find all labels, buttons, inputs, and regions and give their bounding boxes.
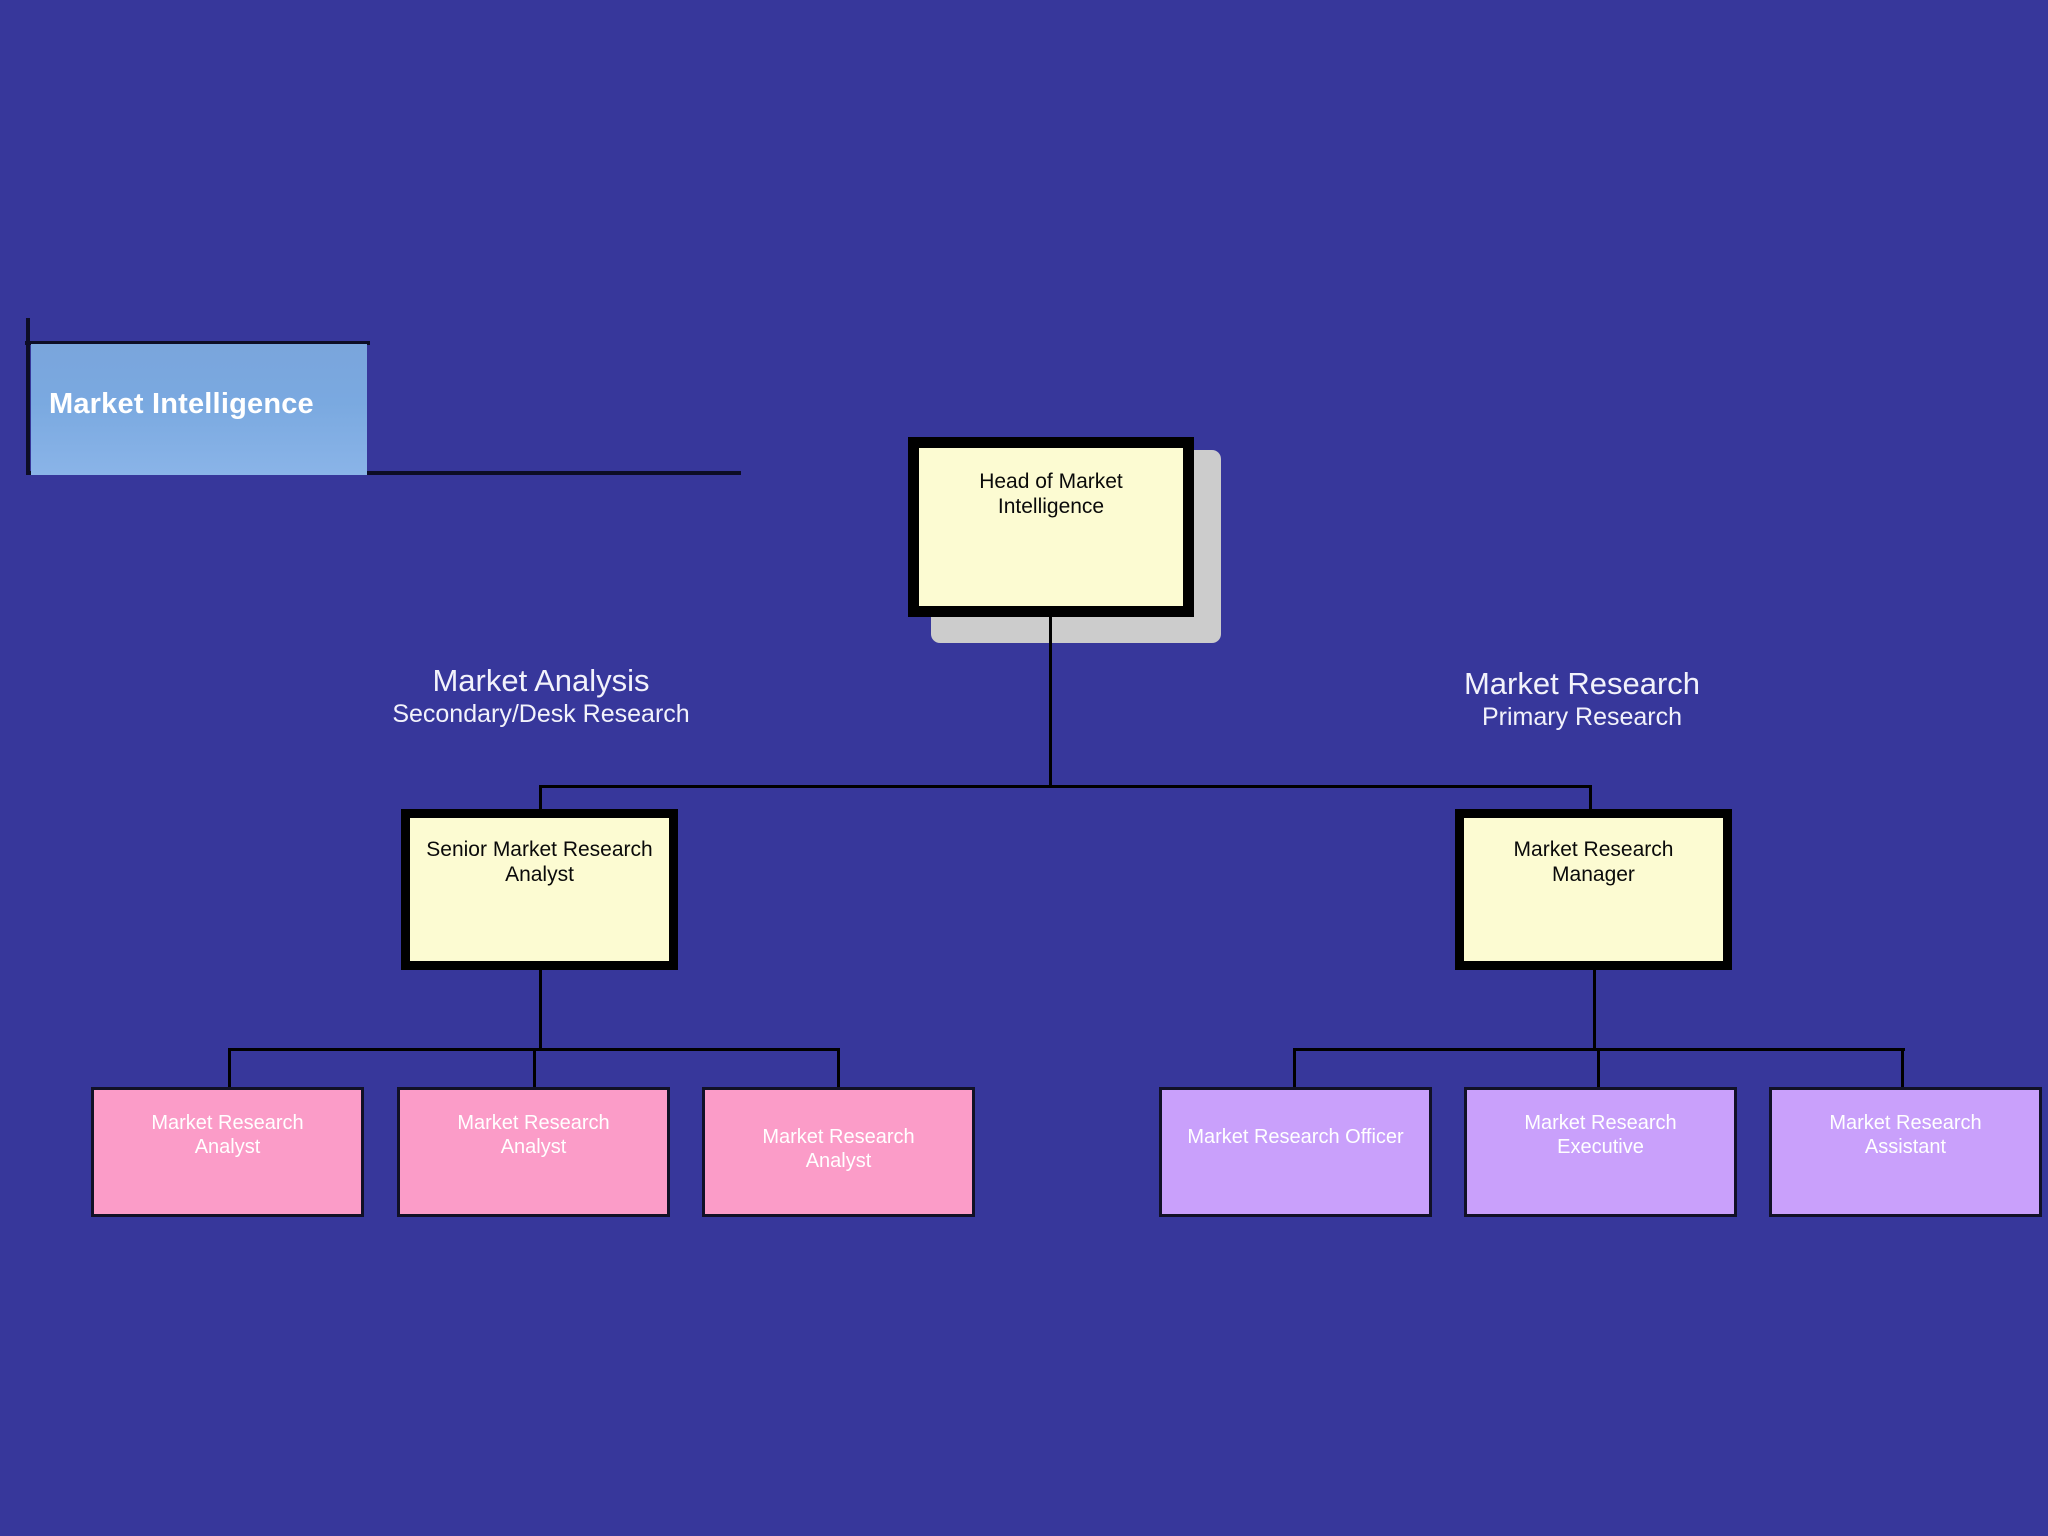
branch-heading-title: Market Research xyxy=(1463,666,1701,701)
node-label: Market Research Assistant xyxy=(1829,1112,1982,1158)
title-frame-top-stroke xyxy=(25,341,370,345)
branch-heading-title: Market Analysis xyxy=(432,663,650,698)
connector-root-down xyxy=(1049,617,1052,787)
node-market-research-analyst-2[interactable]: Market Research Analyst xyxy=(397,1087,670,1217)
connector-level1-bus xyxy=(539,785,1592,788)
connector-to-manager-left xyxy=(539,785,542,810)
node-label: Market Research Executive xyxy=(1524,1112,1677,1158)
node-market-research-assistant[interactable]: Market Research Assistant xyxy=(1769,1087,2042,1217)
node-label: Market Research Manager xyxy=(1513,838,1674,886)
title-frame-bottom-stroke xyxy=(28,471,741,475)
node-market-research-manager[interactable]: Market Research Manager xyxy=(1455,809,1732,970)
node-market-research-executive[interactable]: Market Research Executive xyxy=(1464,1087,1737,1217)
node-label: Head of Market Intelligence xyxy=(979,470,1123,518)
connector-left-leaf-3 xyxy=(837,1048,840,1088)
connector-right-manager-down xyxy=(1593,970,1596,1050)
connector-right-leaf-3 xyxy=(1901,1048,1904,1088)
connector-right-leaf-1 xyxy=(1293,1048,1296,1088)
connector-right-leaf-2 xyxy=(1597,1048,1600,1088)
connector-left-manager-down xyxy=(539,970,542,1050)
node-label: Senior Market Research Analyst xyxy=(426,838,653,886)
branch-heading-market-analysis: Market Analysis Secondary/Desk Research xyxy=(366,663,716,729)
title-frame-left-stroke xyxy=(26,318,30,475)
chart-title: Market Intelligence xyxy=(49,388,314,420)
branch-heading-subtitle: Secondary/Desk Research xyxy=(392,699,690,728)
node-label: Market Research Analyst xyxy=(151,1112,304,1158)
branch-heading-subtitle: Primary Research xyxy=(1481,702,1683,731)
node-label: Market Research Analyst xyxy=(457,1112,610,1158)
connector-to-manager-right xyxy=(1589,785,1592,810)
chart-title-plate: Market Intelligence xyxy=(31,344,367,475)
node-market-research-officer[interactable]: Market Research Officer xyxy=(1159,1087,1432,1217)
connector-left-leaf-1 xyxy=(228,1048,231,1088)
node-label: Market Research Analyst xyxy=(762,1126,915,1172)
connector-left-leaf-2 xyxy=(533,1048,536,1088)
node-senior-market-research-analyst[interactable]: Senior Market Research Analyst xyxy=(401,809,678,970)
node-market-research-analyst-1[interactable]: Market Research Analyst xyxy=(91,1087,364,1217)
node-label: Market Research Officer xyxy=(1187,1126,1404,1148)
node-market-research-analyst-3[interactable]: Market Research Analyst xyxy=(702,1087,975,1217)
branch-heading-market-research: Market Research Primary Research xyxy=(1407,666,1757,732)
node-head-of-market-intelligence[interactable]: Head of Market Intelligence xyxy=(908,437,1194,617)
